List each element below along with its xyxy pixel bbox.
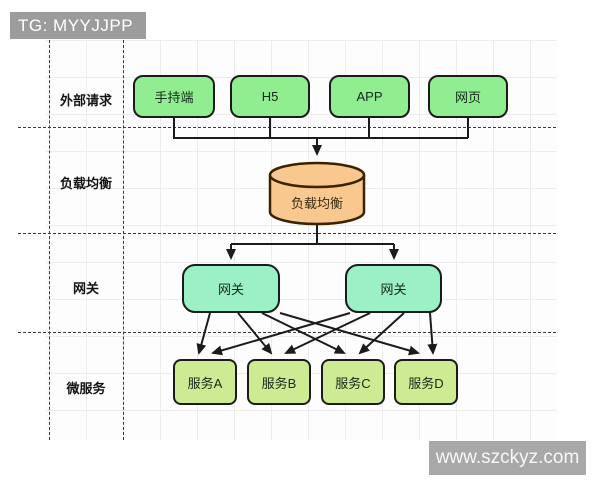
row-label-microservices: 微服务 [66, 381, 106, 396]
row-label-gateway: 网关 [72, 281, 99, 296]
gateway-node-1: 网关 [182, 264, 280, 313]
dashed-divider-labels [123, 40, 124, 440]
dashed-border-left [49, 40, 50, 440]
dashed-divider-row3 [18, 332, 556, 333]
node-webpage: 网页 [428, 75, 508, 118]
node-h5: H5 [230, 75, 310, 118]
gateway-node-2: 网关 [345, 264, 442, 313]
watermark-telegram: TG: MYYJJPP [10, 12, 146, 39]
service-node-d: 服务D [394, 359, 458, 405]
node-app: APP [329, 75, 410, 118]
watermark-website: www.szckyz.com [429, 441, 586, 475]
dashed-divider-row2 [18, 233, 556, 234]
row-label-load-balancing: 负载均衡 [59, 176, 112, 191]
load-balancer-label: 负载均衡 [290, 196, 343, 211]
service-node-c: 服务C [321, 359, 385, 405]
service-node-b: 服务B [247, 359, 311, 405]
service-node-a: 服务A [173, 359, 237, 405]
row-label-external-requests: 外部请求 [59, 93, 112, 108]
dashed-divider-row1 [18, 127, 556, 128]
node-handheld: 手持端 [133, 75, 215, 118]
